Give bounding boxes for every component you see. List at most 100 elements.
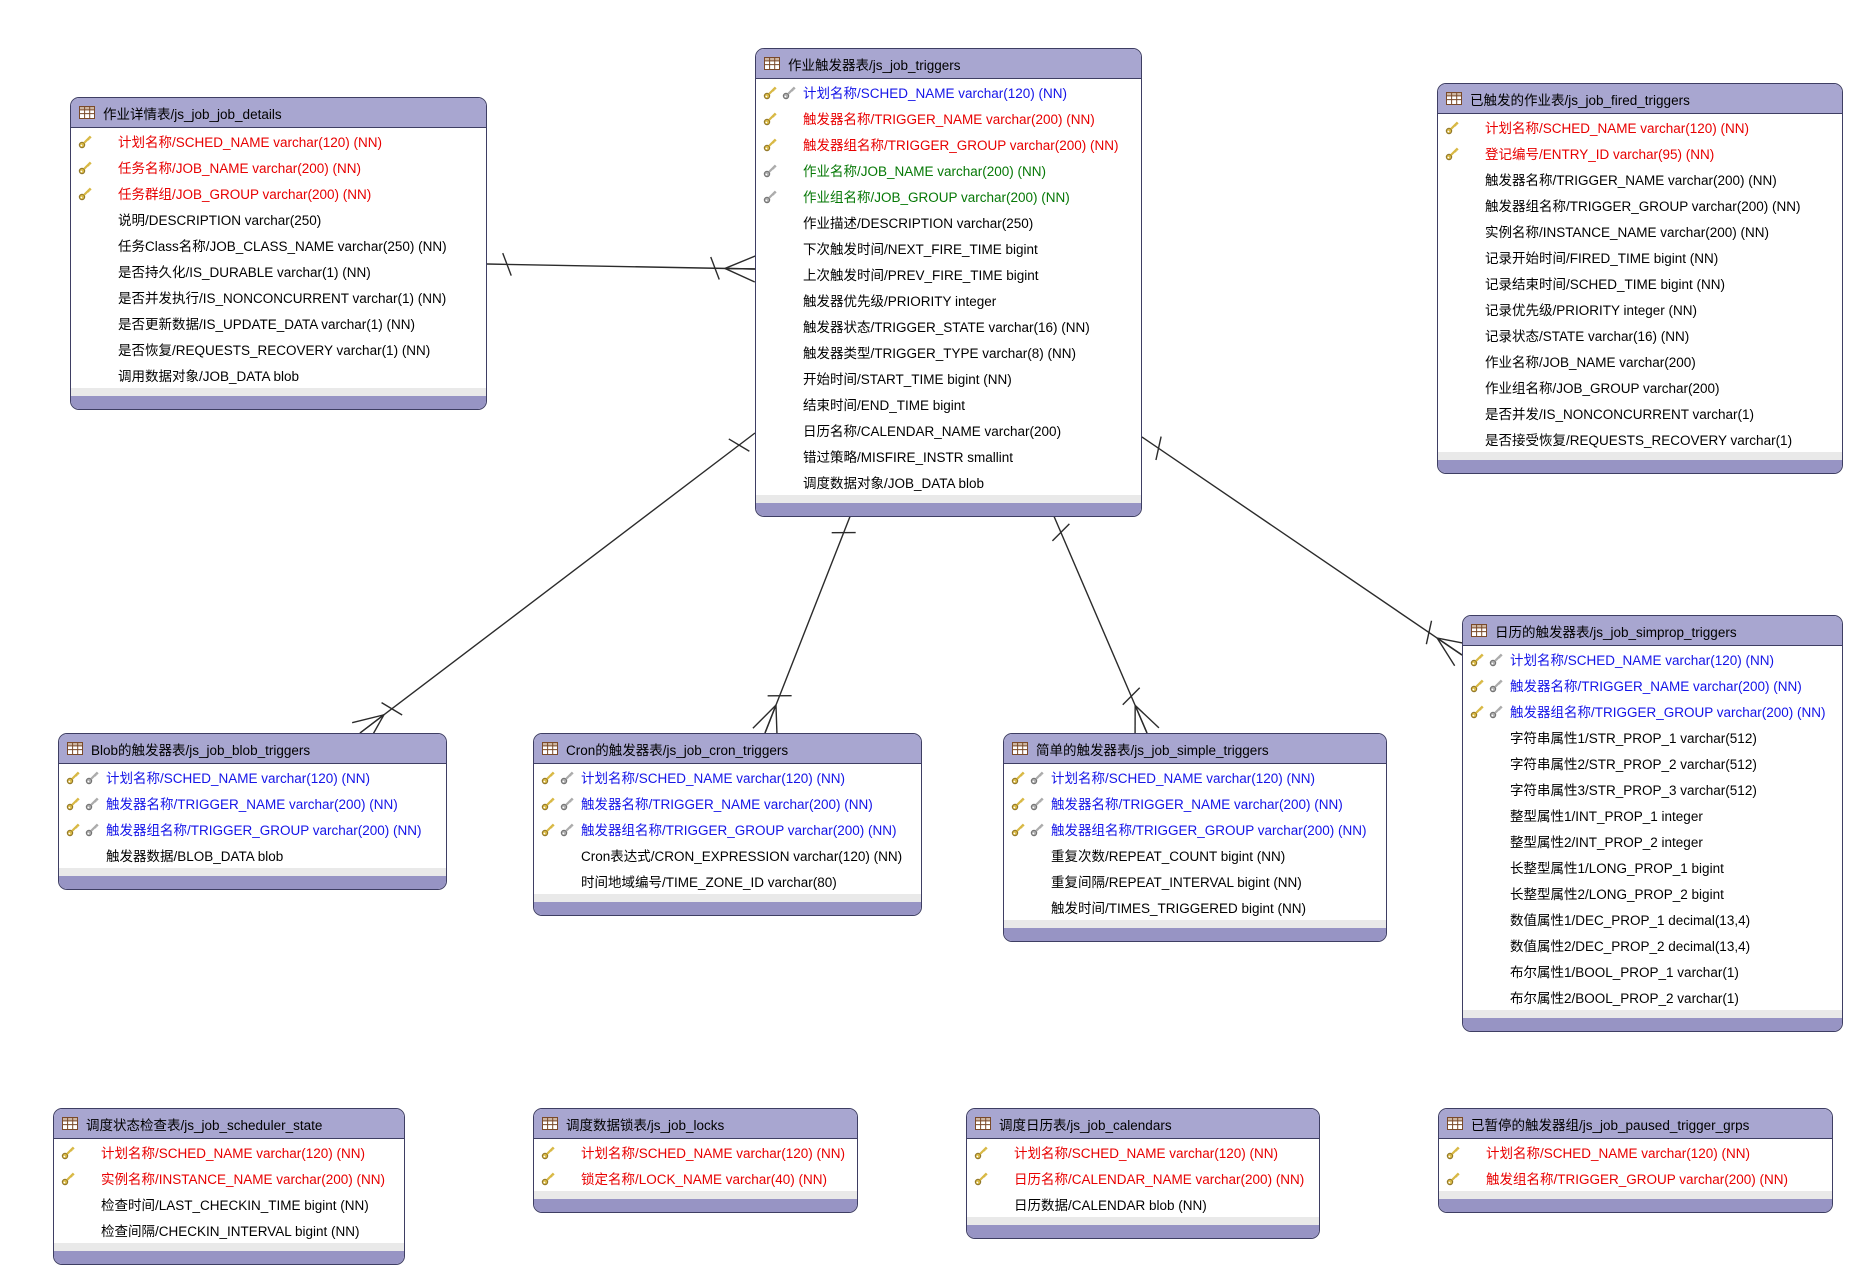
column-row[interactable]: 触发器组名称/TRIGGER_GROUP varchar(200) (NN): [534, 816, 921, 842]
table-header[interactable]: 作业触发器表/js_job_triggers: [756, 49, 1141, 79]
column-row[interactable]: 是否并发执行/IS_NONCONCURRENT varchar(1) (NN): [71, 284, 486, 310]
column-row[interactable]: 计划名称/SCHED_NAME varchar(120) (NN): [54, 1139, 404, 1165]
column-row[interactable]: 检查时间/LAST_CHECKIN_TIME bigint (NN): [54, 1191, 404, 1217]
column-row[interactable]: 调用数据对象/JOB_DATA blob: [71, 362, 486, 388]
table-header[interactable]: 已触发的作业表/js_job_fired_triggers: [1438, 84, 1842, 114]
column-row[interactable]: 触发器名称/TRIGGER_NAME varchar(200) (NN): [1463, 672, 1842, 698]
column-row[interactable]: 是否并发/IS_NONCONCURRENT varchar(1): [1438, 400, 1842, 426]
column-row[interactable]: 实例名称/INSTANCE_NAME varchar(200) (NN): [1438, 218, 1842, 244]
column-row[interactable]: 作业组名称/JOB_GROUP varchar(200) (NN): [756, 183, 1141, 209]
column-row[interactable]: 是否接受恢复/REQUESTS_RECOVERY varchar(1): [1438, 426, 1842, 452]
table-header[interactable]: 调度日历表/js_job_calendars: [967, 1109, 1319, 1139]
table-header[interactable]: 调度数据锁表/js_job_locks: [534, 1109, 857, 1139]
column-row[interactable]: 日历数据/CALENDAR blob (NN): [967, 1191, 1319, 1217]
column-row[interactable]: 数值属性2/DEC_PROP_2 decimal(13,4): [1463, 932, 1842, 958]
column-row[interactable]: 计划名称/SCHED_NAME varchar(120) (NN): [756, 79, 1141, 105]
column-row[interactable]: 触发器组名称/TRIGGER_GROUP varchar(200) (NN): [1004, 816, 1386, 842]
column-row[interactable]: 触发器类型/TRIGGER_TYPE varchar(8) (NN): [756, 339, 1141, 365]
column-row[interactable]: 整型属性1/INT_PROP_1 integer: [1463, 802, 1842, 828]
column-row[interactable]: 触发器状态/TRIGGER_STATE varchar(16) (NN): [756, 313, 1141, 339]
column-row[interactable]: 计划名称/SCHED_NAME varchar(120) (NN): [967, 1139, 1319, 1165]
table-header[interactable]: 作业详情表/js_job_job_details: [71, 98, 486, 128]
column-row[interactable]: 字符串属性2/STR_PROP_2 varchar(512): [1463, 750, 1842, 776]
column-row[interactable]: 计划名称/SCHED_NAME varchar(120) (NN): [534, 1139, 857, 1165]
column-row[interactable]: 布尔属性1/BOOL_PROP_1 varchar(1): [1463, 958, 1842, 984]
column-row[interactable]: 日历名称/CALENDAR_NAME varchar(200): [756, 417, 1141, 443]
column-row[interactable]: 作业组名称/JOB_GROUP varchar(200): [1438, 374, 1842, 400]
column-row[interactable]: 作业描述/DESCRIPTION varchar(250): [756, 209, 1141, 235]
column-row[interactable]: 布尔属性2/BOOL_PROP_2 varchar(1): [1463, 984, 1842, 1010]
table-header[interactable]: 调度状态检查表/js_job_scheduler_state: [54, 1109, 404, 1139]
column-row[interactable]: 结束时间/END_TIME bigint: [756, 391, 1141, 417]
column-row[interactable]: 触发器名称/TRIGGER_NAME varchar(200) (NN): [1438, 166, 1842, 192]
column-row[interactable]: 触发器组名称/TRIGGER_GROUP varchar(200) (NN): [1463, 698, 1842, 724]
column-row[interactable]: 计划名称/SCHED_NAME varchar(120) (NN): [1463, 646, 1842, 672]
column-row[interactable]: 检查间隔/CHECKIN_INTERVAL bigint (NN): [54, 1217, 404, 1243]
column-row[interactable]: 任务Class名称/JOB_CLASS_NAME varchar(250) (N…: [71, 232, 486, 258]
table-header[interactable]: 日历的触发器表/js_job_simprop_triggers: [1463, 616, 1842, 646]
column-row[interactable]: 触发器名称/TRIGGER_NAME varchar(200) (NN): [756, 105, 1141, 131]
column-row[interactable]: Cron表达式/CRON_EXPRESSION varchar(120) (NN…: [534, 842, 921, 868]
column-row[interactable]: 锁定名称/LOCK_NAME varchar(40) (NN): [534, 1165, 857, 1191]
column-row[interactable]: 记录状态/STATE varchar(16) (NN): [1438, 322, 1842, 348]
column-row[interactable]: 重复间隔/REPEAT_INTERVAL bigint (NN): [1004, 868, 1386, 894]
column-row[interactable]: 触发组名称/TRIGGER_GROUP varchar(200) (NN): [1439, 1165, 1832, 1191]
column-row[interactable]: 记录结束时间/SCHED_TIME bigint (NN): [1438, 270, 1842, 296]
column-row[interactable]: 触发器数据/BLOB_DATA blob: [59, 842, 446, 868]
column-row[interactable]: 触发器名称/TRIGGER_NAME varchar(200) (NN): [1004, 790, 1386, 816]
column-row[interactable]: 计划名称/SCHED_NAME varchar(120) (NN): [1439, 1139, 1832, 1165]
column-row[interactable]: 计划名称/SCHED_NAME varchar(120) (NN): [59, 764, 446, 790]
column-row[interactable]: 实例名称/INSTANCE_NAME varchar(200) (NN): [54, 1165, 404, 1191]
column-row[interactable]: 字符串属性3/STR_PROP_3 varchar(512): [1463, 776, 1842, 802]
column-row[interactable]: 是否更新数据/IS_UPDATE_DATA varchar(1) (NN): [71, 310, 486, 336]
column-row[interactable]: 长整型属性2/LONG_PROP_2 bigint: [1463, 880, 1842, 906]
column-row[interactable]: 触发器组名称/TRIGGER_GROUP varchar(200) (NN): [59, 816, 446, 842]
column-row[interactable]: 作业名称/JOB_NAME varchar(200) (NN): [756, 157, 1141, 183]
column-row[interactable]: 作业名称/JOB_NAME varchar(200): [1438, 348, 1842, 374]
column-row[interactable]: 是否持久化/IS_DURABLE varchar(1) (NN): [71, 258, 486, 284]
column-row[interactable]: 长整型属性1/LONG_PROP_1 bigint: [1463, 854, 1842, 880]
column-row[interactable]: 触发器名称/TRIGGER_NAME varchar(200) (NN): [534, 790, 921, 816]
column-row[interactable]: 调度数据对象/JOB_DATA blob: [756, 469, 1141, 495]
column-row[interactable]: 时间地域编号/TIME_ZONE_ID varchar(80): [534, 868, 921, 894]
column-row[interactable]: 触发器组名称/TRIGGER_GROUP varchar(200) (NN): [1438, 192, 1842, 218]
column-row[interactable]: 日历名称/CALENDAR_NAME varchar(200) (NN): [967, 1165, 1319, 1191]
column-row[interactable]: 触发器优先级/PRIORITY integer: [756, 287, 1141, 313]
table-header[interactable]: 已暂停的触发器组/js_job_paused_trigger_grps: [1439, 1109, 1832, 1139]
column-row[interactable]: 计划名称/SCHED_NAME varchar(120) (NN): [534, 764, 921, 790]
column-row[interactable]: 计划名称/SCHED_NAME varchar(120) (NN): [1438, 114, 1842, 140]
table-header[interactable]: Cron的触发器表/js_job_cron_triggers: [534, 734, 921, 764]
column-row[interactable]: 错过策略/MISFIRE_INSTR smallint: [756, 443, 1141, 469]
column-row[interactable]: 登记编号/ENTRY_ID varchar(95) (NN): [1438, 140, 1842, 166]
column-row[interactable]: 字符串属性1/STR_PROP_1 varchar(512): [1463, 724, 1842, 750]
column-row[interactable]: 任务群组/JOB_GROUP varchar(200) (NN): [71, 180, 486, 206]
column-row[interactable]: 数值属性1/DEC_PROP_1 decimal(13,4): [1463, 906, 1842, 932]
column-row[interactable]: 触发器组名称/TRIGGER_GROUP varchar(200) (NN): [756, 131, 1141, 157]
column-row[interactable]: 触发器名称/TRIGGER_NAME varchar(200) (NN): [59, 790, 446, 816]
column-row[interactable]: 计划名称/SCHED_NAME varchar(120) (NN): [71, 128, 486, 154]
column-row[interactable]: 计划名称/SCHED_NAME varchar(120) (NN): [1004, 764, 1386, 790]
column-row[interactable]: 记录开始时间/FIRED_TIME bigint (NN): [1438, 244, 1842, 270]
column-row[interactable]: 整型属性2/INT_PROP_2 integer: [1463, 828, 1842, 854]
column-row[interactable]: 记录优先级/PRIORITY integer (NN): [1438, 296, 1842, 322]
column-row[interactable]: 任务名称/JOB_NAME varchar(200) (NN): [71, 154, 486, 180]
column-row[interactable]: 说明/DESCRIPTION varchar(250): [71, 206, 486, 232]
column-row[interactable]: 是否恢复/REQUESTS_RECOVERY varchar(1) (NN): [71, 336, 486, 362]
column-row[interactable]: 触发时间/TIMES_TRIGGERED bigint (NN): [1004, 894, 1386, 920]
table-header[interactable]: Blob的触发器表/js_job_blob_triggers: [59, 734, 446, 764]
column-row[interactable]: 开始时间/START_TIME bigint (NN): [756, 365, 1141, 391]
column-row[interactable]: 上次触发时间/PREV_FIRE_TIME bigint: [756, 261, 1141, 287]
column-row[interactable]: 重复次数/REPEAT_COUNT bigint (NN): [1004, 842, 1386, 868]
column-row[interactable]: 下次触发时间/NEXT_FIRE_TIME bigint: [756, 235, 1141, 261]
